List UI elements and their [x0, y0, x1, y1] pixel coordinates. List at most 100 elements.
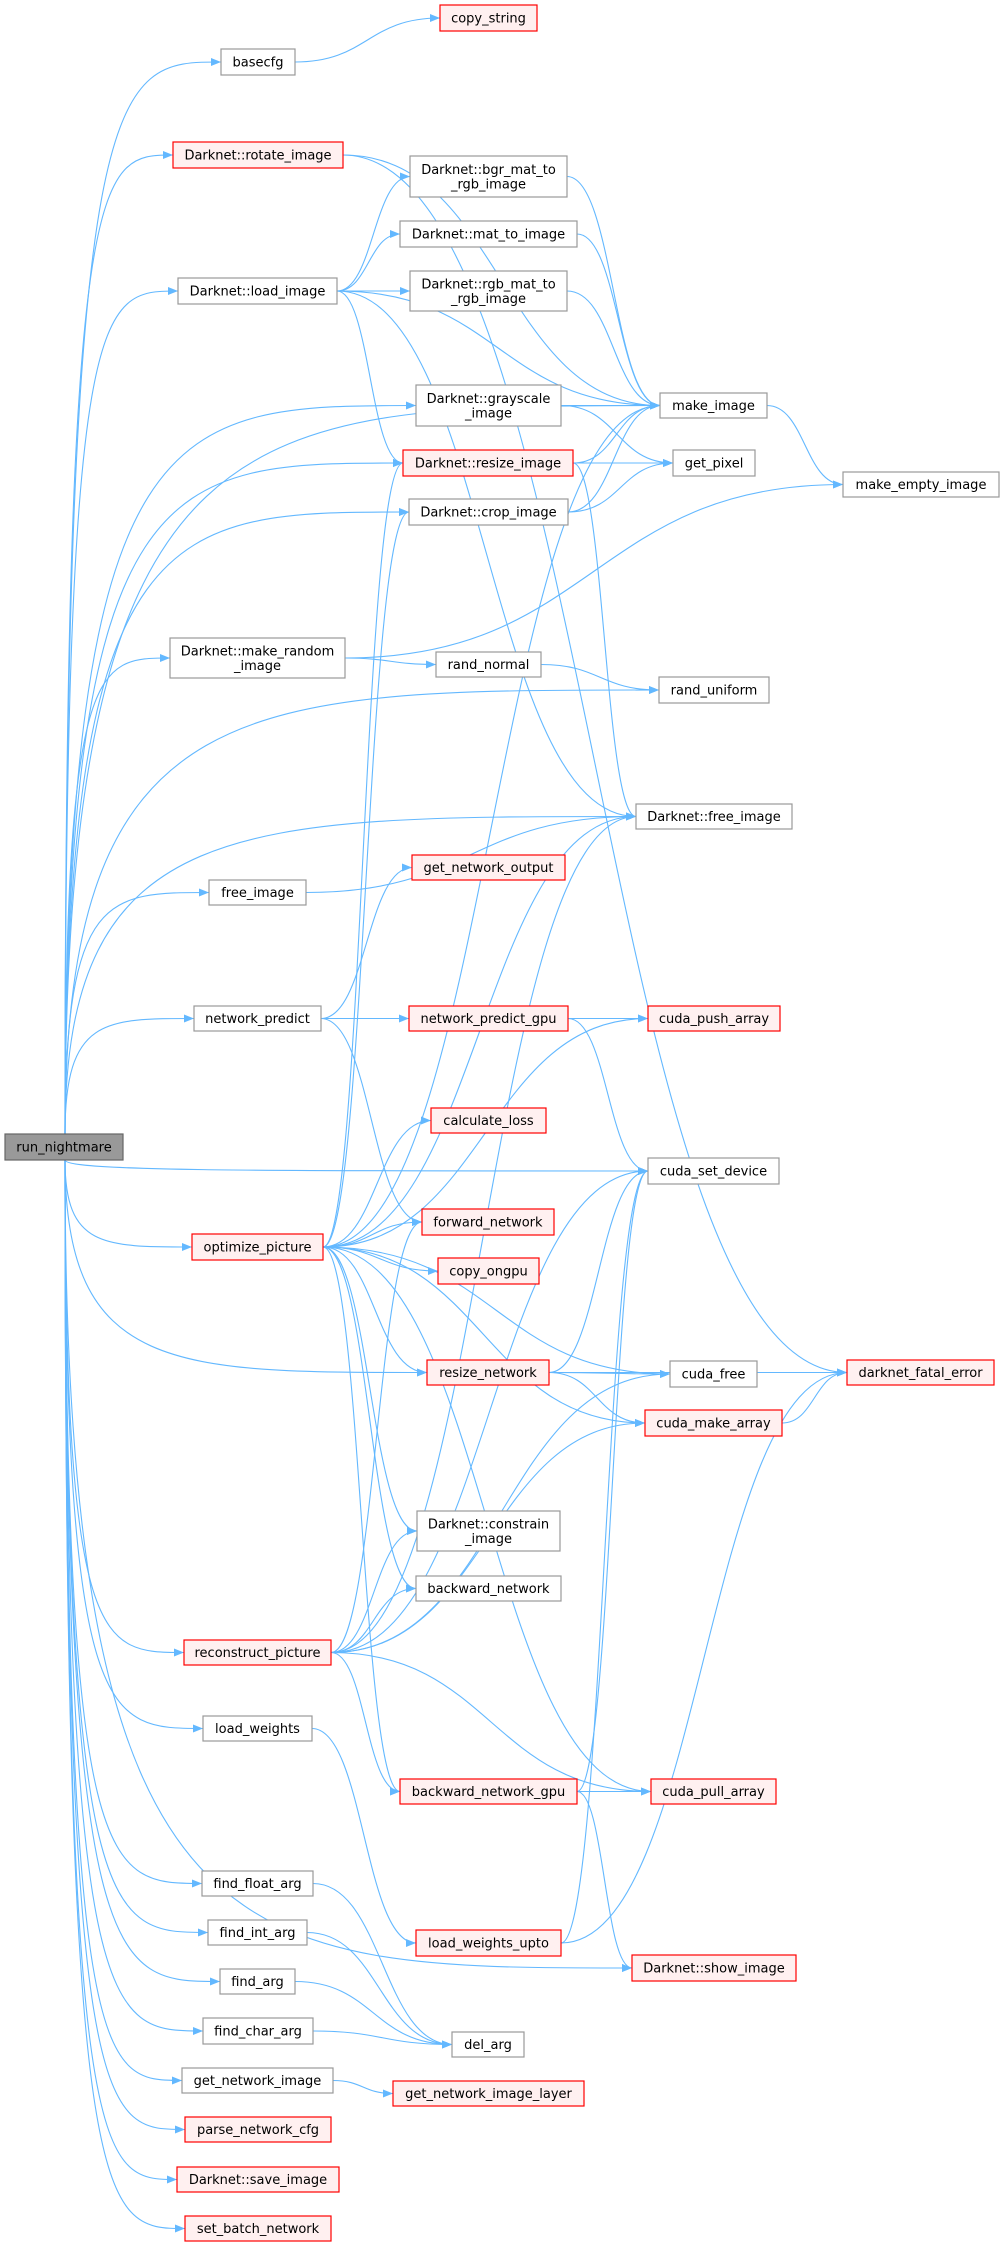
node-box [846, 1359, 995, 1386]
node-cuda-make-array[interactable]: cuda_make_array [644, 1409, 783, 1437]
node-box [202, 1715, 313, 1742]
node-label: del_arg [464, 2038, 512, 2053]
node-box [408, 1005, 569, 1032]
edge-rand-normal-to-rand-uniform [540, 663, 660, 694]
edge-run-nightmare-to-load-weights [64, 1159, 204, 1733]
edge-reconstruct-picture-to-darknet-constrain-image [330, 1527, 418, 1654]
node-parse-network-cfg[interactable]: parse_network_cfg [184, 2116, 332, 2143]
edge-run-nightmare-to-find-arg [64, 1159, 221, 1986]
node-optimize-picture[interactable]: optimize_picture [191, 1233, 324, 1261]
node-box [201, 1870, 314, 1897]
node-label: Darknet::constrain [428, 1517, 549, 1532]
node-box [409, 155, 568, 198]
node-get-pixel[interactable]: get_pixel [672, 449, 756, 477]
node-box [4, 1133, 124, 1161]
node-box [435, 651, 542, 678]
edge-find-arg-to-del-arg [294, 1980, 453, 2049]
nodes-layer: run_nightmare basecfg copy_stringDarknet::… [4, 4, 1000, 2242]
node-backward-network[interactable]: backward_network [415, 1575, 562, 1602]
node-label: network_predict [205, 1012, 310, 1027]
node-basecfg[interactable]: basecfg [220, 48, 296, 76]
node-darknet-mat-to-image[interactable]: Darknet::mat_to_image [399, 220, 578, 248]
node-darknet-resize-image[interactable]: Darknet::resize_image [402, 449, 574, 477]
node-darknet-fatal-error[interactable]: darknet_fatal_error [846, 1359, 995, 1386]
node-darknet-rotate-image[interactable]: Darknet::rotate_image [172, 141, 344, 169]
node-make-empty-image[interactable]: make_empty_image [842, 471, 1000, 498]
node-copy-ongpu[interactable]: copy_ongpu [437, 1257, 540, 1285]
node-box [415, 1929, 562, 1957]
node-calculate-loss[interactable]: calculate_loss [430, 1107, 547, 1134]
edge-run-nightmare-to-make-image [64, 401, 661, 1135]
node-run-nightmare[interactable]: run_nightmare [4, 1133, 124, 1161]
node-label: cuda_free [682, 1368, 746, 1383]
node-label: get_network_image [194, 2074, 322, 2089]
node-label: _rgb_image [450, 177, 526, 192]
node-box [430, 1107, 547, 1134]
node-darknet-show-image[interactable]: Darknet::show_image [631, 1954, 797, 1982]
node-cuda-pull-array[interactable]: cuda_pull_array [650, 1778, 777, 1805]
node-label: run_nightmare [16, 1141, 111, 1156]
node-darknet-constrain-image[interactable]: Darknet::constrain_image [416, 1510, 561, 1552]
edge-darknet-crop-image-to-get-pixel [567, 459, 674, 513]
node-resize-network[interactable]: resize_network [426, 1359, 550, 1386]
node-set-batch-network[interactable]: set_batch_network [184, 2215, 332, 2242]
node-box [635, 803, 793, 830]
node-find-arg[interactable]: find_arg [219, 1968, 296, 1995]
node-rand-uniform[interactable]: rand_uniform [658, 676, 770, 704]
node-backward-network-gpu[interactable]: backward_network_gpu [399, 1778, 578, 1805]
node-box [644, 1409, 783, 1437]
node-label: cuda_push_array [659, 1012, 770, 1027]
node-load-weights[interactable]: load_weights [202, 1715, 313, 1742]
node-label: _rgb_image [450, 292, 526, 307]
node-label: cuda_make_array [656, 1417, 771, 1432]
edge-backward-network-gpu-to-darknet-show-image [576, 1790, 633, 1972]
node-label: find_char_arg [214, 2025, 302, 2040]
node-box [184, 2215, 332, 2242]
node-darknet-make-random-image[interactable]: Darknet::make_random_image [169, 637, 346, 679]
node-get-network-image[interactable]: get_network_image [181, 2067, 334, 2094]
node-box [439, 4, 538, 32]
node-label: cuda_pull_array [662, 1785, 765, 1800]
node-box [842, 471, 1000, 498]
node-load-weights-upto[interactable]: load_weights_upto [415, 1929, 562, 1957]
node-get-network-output[interactable]: get_network_output [411, 854, 566, 881]
edge-darknet-load-image-to-darknet-bgr-mat-to-rgb-image [336, 172, 411, 292]
node-find-float-arg[interactable]: find_float_arg [201, 1870, 314, 1897]
node-label: calculate_loss [443, 1114, 534, 1129]
node-make-image[interactable]: make_image [659, 392, 768, 419]
node-label: cuda_set_device [660, 1165, 767, 1180]
node-box [408, 498, 569, 526]
node-rand-normal[interactable]: rand_normal [435, 651, 542, 678]
node-cuda-free[interactable]: cuda_free [669, 1360, 758, 1388]
node-get-network-image-layer[interactable]: get_network_image_layer [392, 2080, 585, 2107]
node-label: find_int_arg [220, 1926, 296, 1941]
node-free-image[interactable]: free_image [208, 879, 307, 906]
node-find-int-arg[interactable]: find_int_arg [207, 1919, 308, 1946]
node-darknet-grayscale-image[interactable]: Darknet::grayscale_image [415, 384, 562, 427]
node-label: copy_string [451, 12, 526, 27]
node-del-arg[interactable]: del_arg [451, 2031, 525, 2058]
node-label: network_predict_gpu [421, 1012, 557, 1027]
edge-run-nightmare-to-darknet-grayscale-image [64, 401, 417, 1135]
node-forward-network[interactable]: forward_network [421, 1208, 555, 1236]
node-reconstruct-picture[interactable]: reconstruct_picture [183, 1639, 332, 1666]
node-cuda-push-array[interactable]: cuda_push_array [647, 1005, 781, 1032]
node-network-predict-gpu[interactable]: network_predict_gpu [408, 1005, 569, 1032]
node-label: _image [464, 406, 512, 421]
node-label: _image [233, 659, 281, 674]
node-box [202, 2017, 314, 2045]
node-copy-string[interactable]: copy_string [439, 4, 538, 32]
node-network-predict[interactable]: network_predict [193, 1005, 322, 1032]
node-box [658, 676, 770, 704]
node-darknet-rgb-mat-to-rgb-image[interactable]: Darknet::rgb_mat_to_rgb_image [409, 270, 568, 312]
node-label: basecfg [233, 56, 284, 71]
node-cuda-set-device[interactable]: cuda_set_device [647, 1157, 780, 1185]
node-darknet-save-image[interactable]: Darknet::save_image [176, 2166, 340, 2193]
node-label: rand_normal [448, 658, 530, 673]
node-box [220, 48, 296, 76]
node-darknet-bgr-mat-to-rgb-image[interactable]: Darknet::bgr_mat_to_rgb_image [409, 155, 568, 198]
node-find-char-arg[interactable]: find_char_arg [202, 2017, 314, 2045]
node-darknet-load-image[interactable]: Darknet::load_image [177, 277, 338, 305]
node-darknet-free-image[interactable]: Darknet::free_image [635, 803, 793, 830]
node-darknet-crop-image[interactable]: Darknet::crop_image [408, 498, 569, 526]
